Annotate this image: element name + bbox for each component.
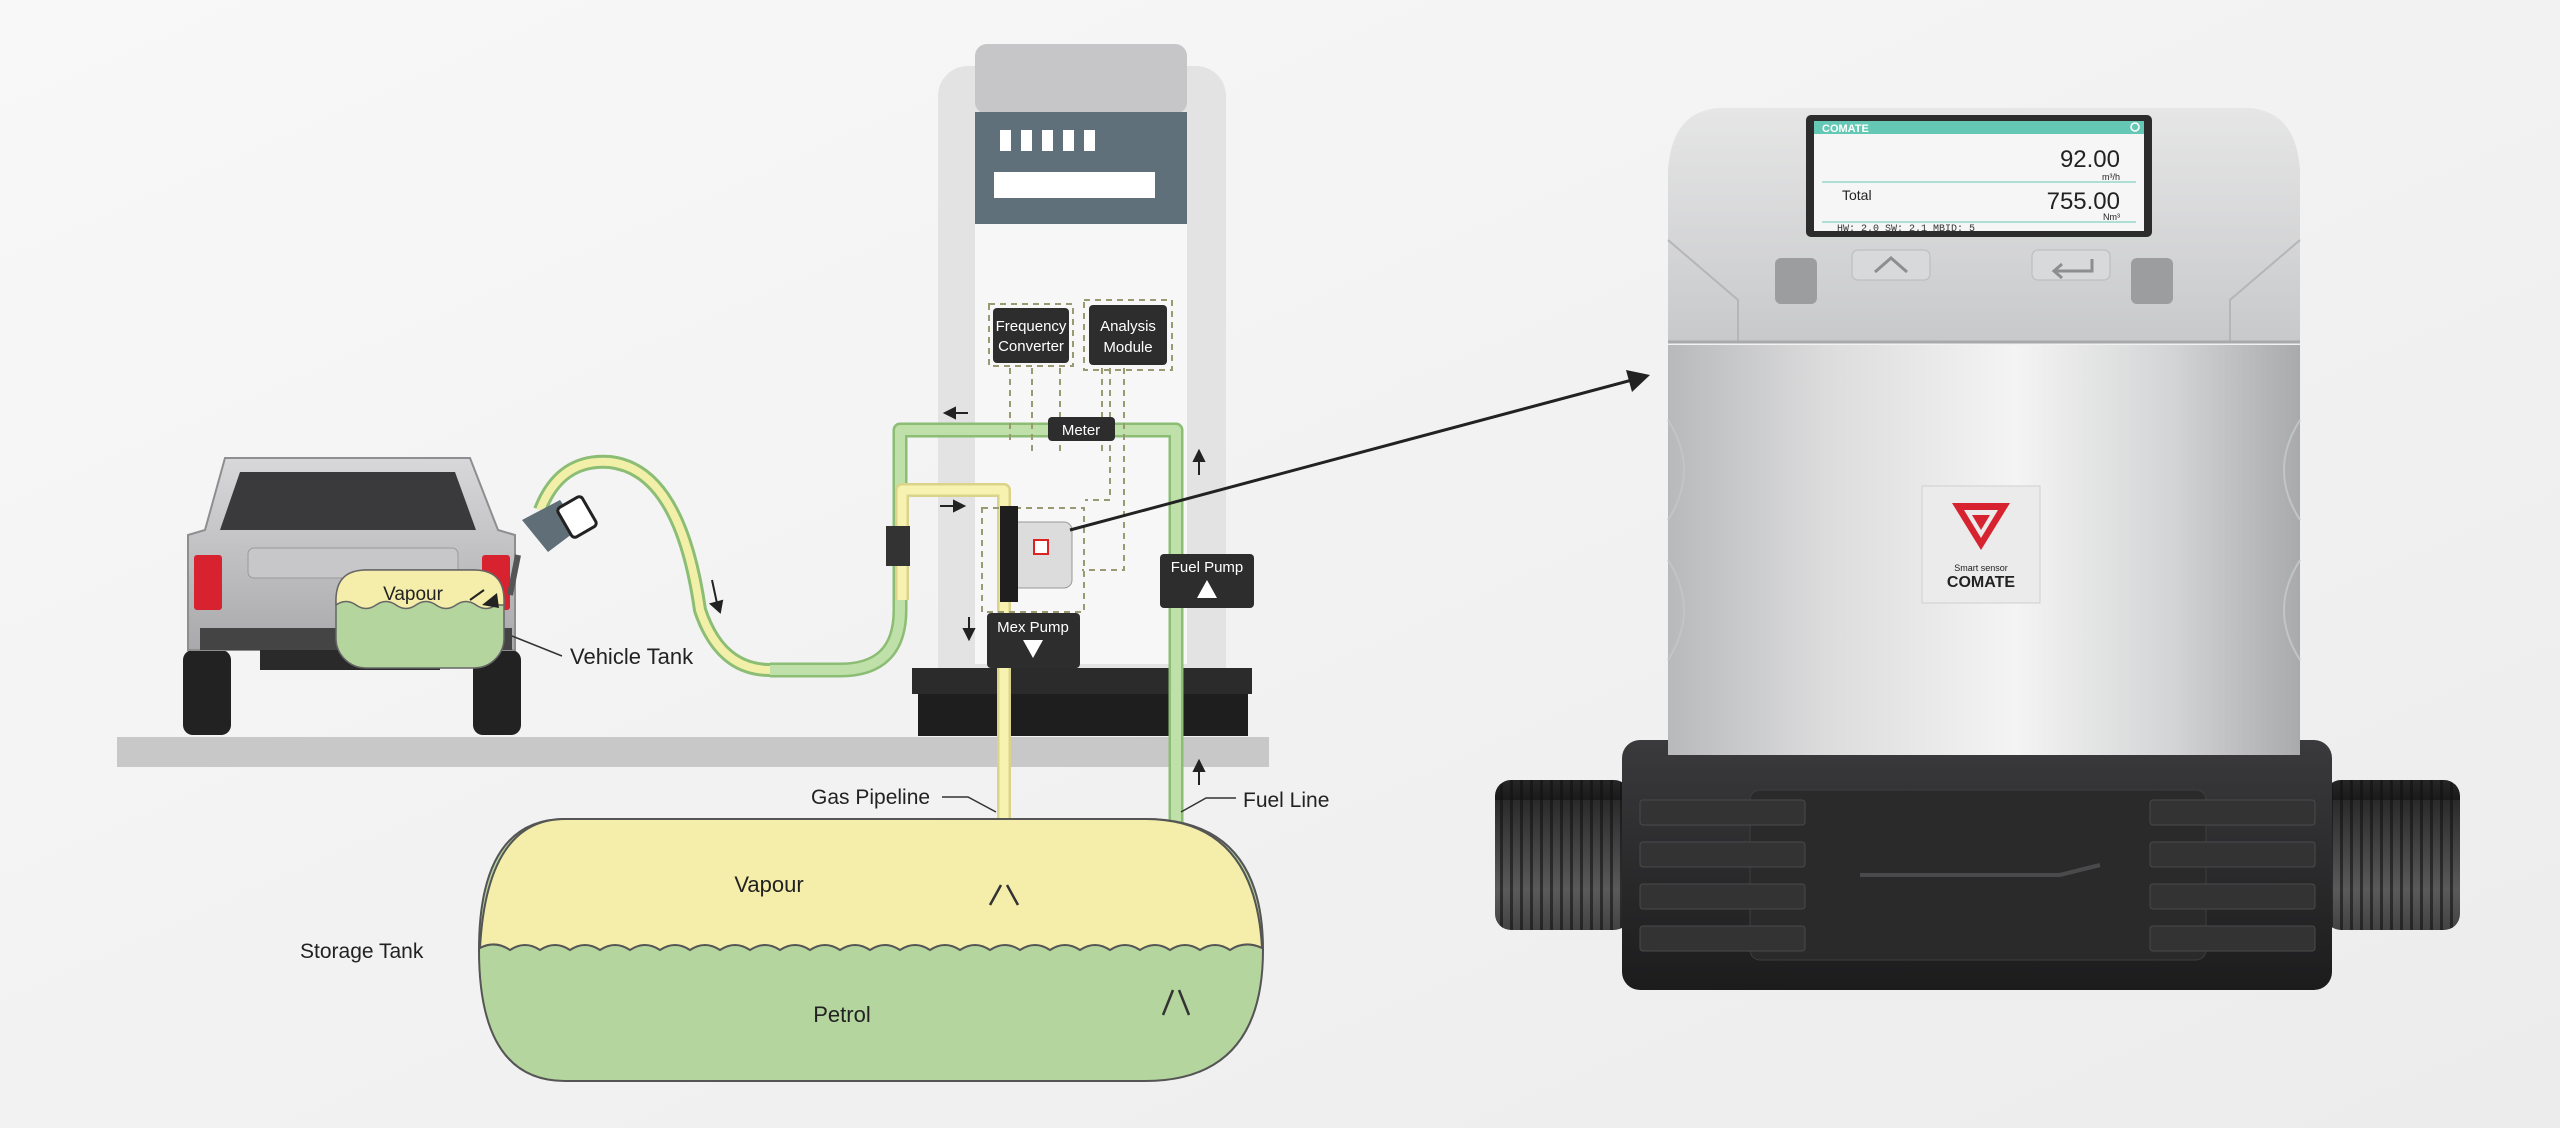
up-chevron-icon — [1874, 256, 1908, 274]
flow-direction-icon — [1860, 863, 2101, 877]
total-label: Total — [1842, 187, 1872, 203]
analysis-module-line1: Analysis — [1100, 318, 1156, 335]
mex-pump-box: Mex Pump — [987, 613, 1080, 668]
mini-flowmeter — [1000, 506, 1073, 602]
fuel-nozzle — [469, 495, 598, 608]
screen-brand: COMATE — [1822, 123, 1869, 135]
meter-box: Meter — [1048, 417, 1115, 441]
outlet-thread — [2325, 780, 2460, 930]
storage-petrol-label: Petrol — [813, 1002, 870, 1027]
enter-button[interactable] — [2031, 249, 2111, 281]
screw-right — [2131, 258, 2173, 304]
inlet-thread — [1495, 780, 1630, 930]
flow-unit: m³/h — [2102, 172, 2120, 182]
mex-pump-label: Mex Pump — [997, 619, 1069, 636]
inline-filter — [886, 526, 910, 566]
dispenser-base — [912, 668, 1252, 694]
enter-arrow-icon — [2051, 259, 2094, 280]
device-screen: COMATE 92.00 m³/h Total 755.00 Nm³ HW: 2… — [1806, 115, 2152, 237]
storage-tank: Vapour Petrol — [477, 818, 1265, 1082]
analysis-module-line2: Module — [1103, 339, 1152, 356]
vehicle-tank-label: Vehicle Tank — [570, 644, 694, 669]
frequency-converter-line1: Frequency — [996, 318, 1067, 335]
up-button[interactable] — [1851, 249, 1931, 281]
fuel-dispenser — [912, 44, 1252, 736]
fuel-pump-label: Fuel Pump — [1171, 559, 1244, 576]
total-unit: Nm³ — [2103, 212, 2120, 222]
badge-tagline: Smart sensor — [1954, 563, 2008, 573]
wifi-icon — [2130, 122, 2140, 132]
meter-label: Meter — [1062, 422, 1100, 439]
badge-name: COMATE — [1947, 574, 2015, 591]
down-triangle-icon — [1023, 640, 1043, 658]
vehicle-vapour-label: Vapour — [383, 584, 444, 605]
flow-value: 92.00 — [2060, 146, 2120, 173]
screen-footer: HW: 2.0 SW: 2.1 MBID: 5 — [1837, 224, 1975, 235]
analysis-module-box: Analysis Module — [1089, 305, 1167, 365]
up-triangle-icon — [1197, 580, 1217, 598]
total-value: 755.00 — [2047, 188, 2120, 215]
frequency-converter-line2: Converter — [998, 338, 1064, 355]
screw-left — [1775, 258, 1817, 304]
pipe-outlets — [988, 884, 1191, 1016]
comate-badge: Smart sensor COMATE — [1921, 485, 2041, 604]
comate-flowmeter-device: COMATE 92.00 m³/h Total 755.00 Nm³ HW: 2… — [1495, 108, 2460, 990]
flow-arrows — [708, 406, 1206, 785]
tail-light-left — [194, 555, 222, 610]
gas-pipeline-label: Gas Pipeline — [811, 786, 930, 809]
dispenser-display — [975, 112, 1187, 224]
storage-vapour-label: Vapour — [734, 872, 803, 897]
fuel-line-label: Fuel Line — [1243, 789, 1329, 812]
storage-tank-label: Storage Tank — [300, 940, 424, 963]
pointer-arrow — [1069, 370, 1650, 532]
fuel-pump-box: Fuel Pump — [1160, 554, 1254, 608]
vehicle-tank: Vapour — [335, 569, 505, 669]
frequency-converter-box: Frequency Converter — [993, 308, 1069, 363]
ground-slab — [117, 737, 1269, 767]
